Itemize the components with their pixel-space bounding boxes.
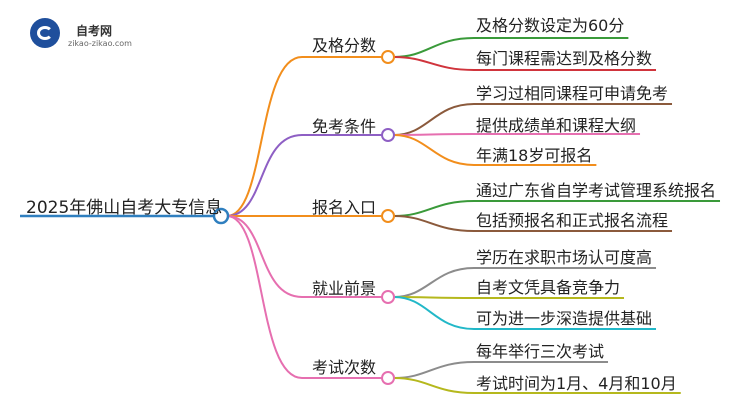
root-node xyxy=(212,207,230,225)
leaf-connector xyxy=(393,103,475,136)
branch-connector xyxy=(226,134,303,217)
root-topic-label: 2025年佛山自考大专信息 xyxy=(26,198,223,218)
logo-name: 自考网 xyxy=(76,24,113,38)
logo-icon xyxy=(30,18,60,48)
leaf-connector xyxy=(393,200,475,217)
leaf-connector xyxy=(393,296,475,330)
branch-node xyxy=(381,50,395,64)
leaf-label: 每门课程需达到及格分数 xyxy=(476,49,653,68)
branch-label: 就业前景 xyxy=(312,279,377,298)
leaf-label: 可为进一步深造提供基础 xyxy=(476,309,653,328)
leaf-connector xyxy=(393,134,475,166)
branch-label: 及格分数 xyxy=(312,36,377,55)
branch-node xyxy=(381,290,395,304)
branch-connector xyxy=(226,56,303,217)
leaf-connector xyxy=(393,56,475,71)
leaf-label: 考试时间为1月、4月和10月 xyxy=(476,374,677,393)
leaf-label: 包括预报名和正式报名流程 xyxy=(476,211,669,230)
logo-url: zikao-zikao.com xyxy=(68,39,132,48)
leaf-connector xyxy=(393,133,475,136)
leaf-label: 提供成绩单和课程大纲 xyxy=(476,116,637,135)
leaf-connector xyxy=(393,215,475,232)
branch-connector xyxy=(226,215,303,298)
leaf-connector xyxy=(393,267,475,298)
leaf-label: 自考文凭具备竞争力 xyxy=(476,278,621,297)
leaf-label: 学历在求职市场认可度高 xyxy=(476,248,653,267)
branch-node xyxy=(381,128,395,142)
leaf-connector xyxy=(393,37,475,58)
branch-connector xyxy=(226,215,303,379)
leaf-label: 每年举行三次考试 xyxy=(476,342,605,361)
leaf-label: 年满18岁可报名 xyxy=(476,146,593,165)
leaf-label: 学习过相同课程可申请免考 xyxy=(476,84,669,103)
branch-label: 免考条件 xyxy=(312,117,377,136)
site-logo: 自考网 zikao-zikao.com xyxy=(30,18,150,50)
leaf-label: 及格分数设定为60分 xyxy=(476,16,625,35)
branch-node xyxy=(381,209,395,223)
branch-label: 考试次数 xyxy=(312,358,377,377)
leaf-label: 通过广东省自学考试管理系统报名 xyxy=(476,181,717,200)
leaf-connector xyxy=(393,377,475,394)
branch-node xyxy=(381,371,395,385)
leaf-connector xyxy=(393,361,475,379)
branch-label: 报名入口 xyxy=(312,198,377,217)
